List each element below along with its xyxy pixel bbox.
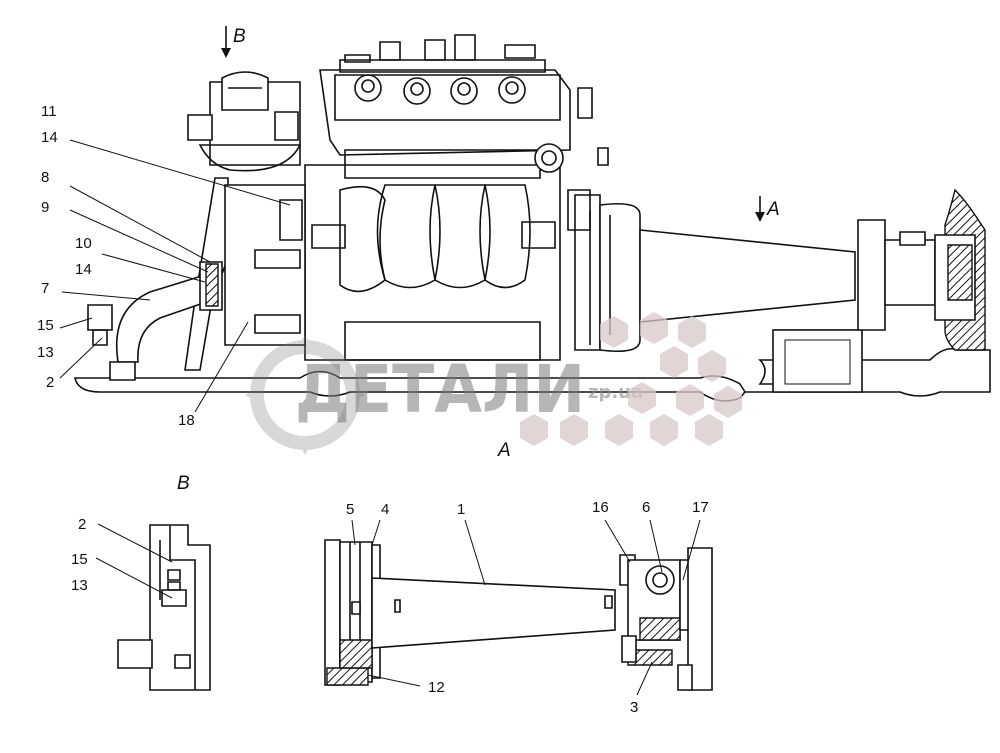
mount-bolt-left: [87, 304, 136, 381]
universal-joint: [857, 219, 976, 331]
callout-11: 11: [41, 103, 57, 120]
view-a-arrow: [755, 196, 765, 222]
labels: B A A B 11 14 8 9 10 14 7 15 13 2 18 2 1…: [37, 26, 780, 716]
callout-14: 14: [75, 261, 92, 278]
callout-13: 13: [37, 344, 54, 361]
leader-lines-b: [95, 523, 173, 599]
hex-pattern-icon: [520, 312, 742, 446]
callout-15-detail: 15: [71, 551, 88, 568]
view-b-detail: [117, 524, 211, 691]
callout-4: 4: [381, 501, 389, 518]
callout-14: 14: [41, 129, 58, 146]
callout-8: 8: [41, 169, 49, 186]
view-label-b-detail: B: [177, 473, 190, 494]
leader-lines-main: [59, 139, 291, 413]
callout-9: 9: [41, 199, 49, 216]
watermark-brand: ДЕТАЛИ: [295, 351, 585, 428]
callout-1: 1: [457, 501, 465, 518]
drive-shaft: [639, 229, 856, 323]
view-b-arrow: [221, 26, 231, 58]
pump-outlets: [354, 74, 526, 105]
fuel-filter-unit: [187, 71, 302, 172]
callout-16: 16: [592, 499, 609, 516]
callout-5: 5: [346, 501, 354, 518]
callout-3: 3: [630, 699, 638, 716]
view-label-b-top: B: [233, 26, 246, 47]
frame-box-section: [772, 329, 863, 393]
pump-flange: [224, 184, 306, 346]
leader-lines-a: [351, 519, 701, 696]
callout-6: 6: [642, 499, 650, 516]
callout-10: 10: [75, 235, 92, 252]
callout-15: 15: [37, 317, 54, 334]
watermark: ДЕТАЛИ zp.ua: [245, 312, 742, 455]
callout-7: 7: [41, 280, 49, 297]
coupling-housing: [567, 189, 641, 353]
injection-pump: [319, 34, 609, 179]
callout-18: 18: [178, 412, 195, 429]
callout-17: 17: [692, 499, 709, 516]
main-view: [74, 26, 991, 402]
view-label-a-caption: A: [497, 440, 511, 461]
callout-2-detail: 2: [78, 516, 86, 533]
gear-icon: [245, 335, 365, 455]
callout-12: 12: [428, 679, 445, 696]
callout-2: 2: [46, 374, 54, 391]
view-label-a-top: A: [766, 199, 780, 220]
view-a-detail: [324, 539, 713, 691]
crankcase-ribs: [339, 184, 541, 361]
callout-13-detail: 13: [71, 577, 88, 594]
